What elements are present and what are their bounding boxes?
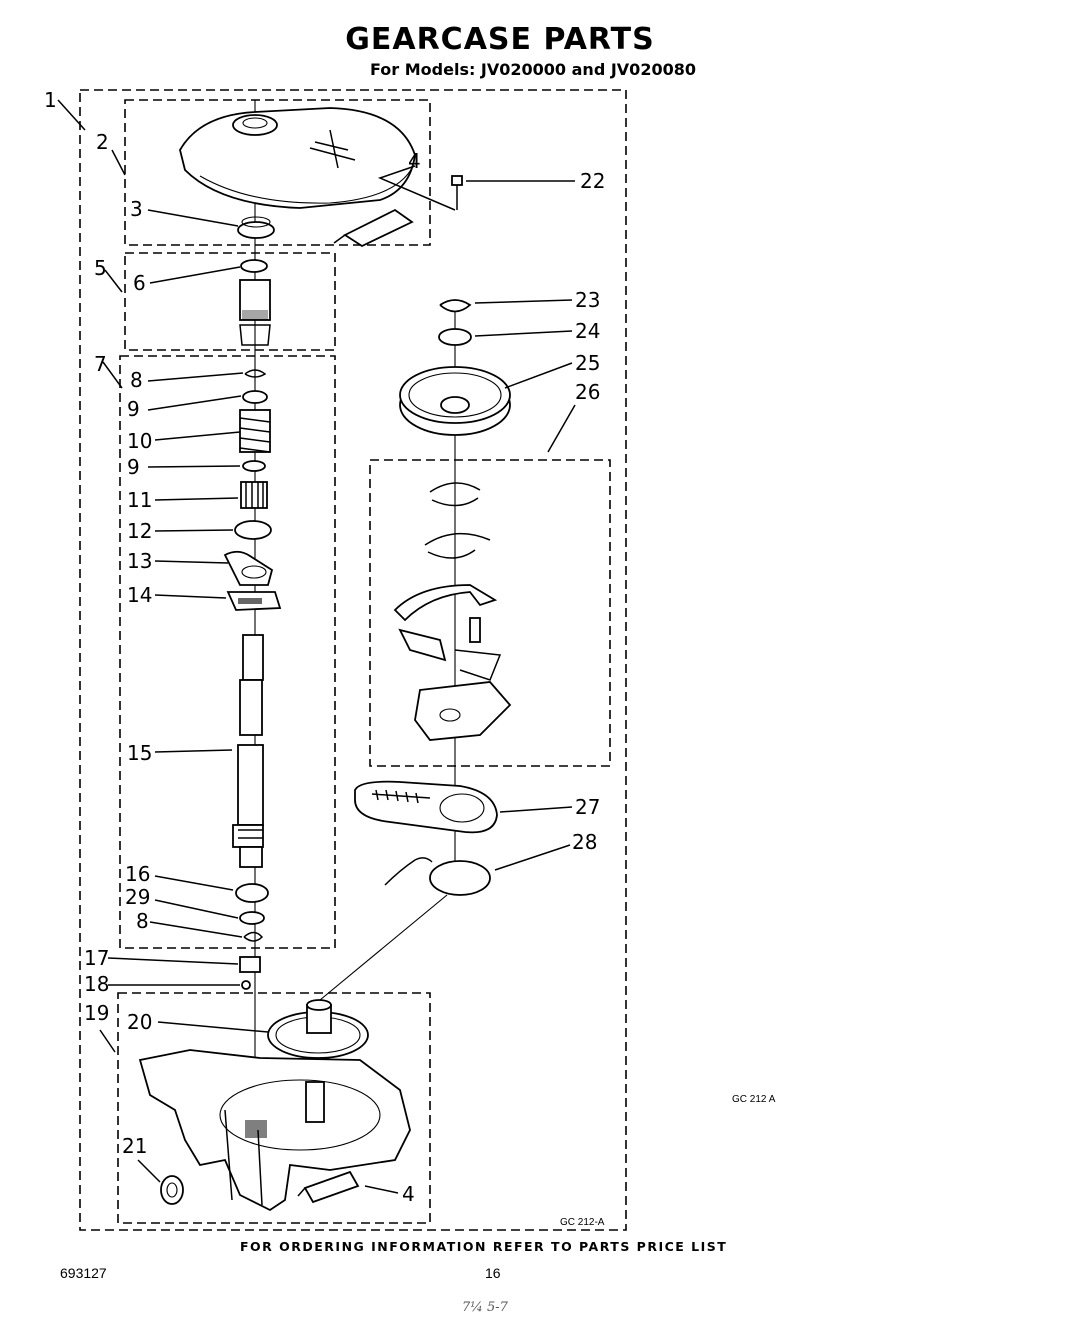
group-box-26 (369, 459, 611, 767)
callout-5: 5 (94, 256, 107, 280)
grease-tube-part-4-bottom (297, 1170, 360, 1204)
callout-29: 29 (125, 885, 150, 909)
ring-part-26a (429, 482, 481, 507)
group-box-19 (117, 992, 431, 1224)
washer-part-9-lower (242, 460, 266, 472)
screw-part-22 (451, 175, 463, 210)
group-box-2 (124, 99, 431, 246)
callout-28: 28 (572, 830, 597, 854)
clip-part-28 (384, 857, 491, 896)
callout-9-lower: 9 (127, 455, 140, 479)
page-number: 16 (485, 1265, 501, 1281)
seal-part-16 (235, 883, 269, 903)
rack-part-27 (354, 780, 498, 834)
callout-20: 20 (127, 1010, 152, 1034)
callout-1: 1 (44, 88, 57, 112)
drive-gear-part-20 (267, 999, 369, 1123)
shift-fork-part-26c (393, 584, 498, 622)
callout-26: 26 (575, 380, 600, 404)
ordering-info-note: FOR ORDERING INFORMATION REFER TO PARTS … (240, 1239, 728, 1254)
callout-9-top: 9 (127, 397, 140, 421)
page-title: GEARCASE PARTS (345, 22, 655, 57)
grease-tube-part-4-top (333, 208, 414, 248)
callout-6: 6 (133, 271, 146, 295)
assembly-box-1 (79, 89, 627, 1231)
gear-part-11 (240, 481, 268, 509)
handwritten-note: 7¼ 5-7 (462, 1300, 508, 1315)
plate-part-26e (414, 681, 512, 741)
callout-10: 10 (127, 429, 152, 453)
callout-23: 23 (575, 288, 600, 312)
callout-21: 21 (122, 1134, 147, 1158)
spring-part-10 (239, 409, 271, 453)
callout-4-bottom: 4 (402, 1182, 415, 1206)
callout-8-bottom: 8 (136, 909, 149, 933)
ring-part-12 (234, 520, 272, 540)
bearing-part-21 (160, 1175, 184, 1205)
gearcase-base-part-19 (138, 1049, 411, 1212)
callout-16: 16 (125, 862, 150, 886)
clutch-part-14 (226, 591, 282, 611)
document-number: 693127 (60, 1265, 107, 1281)
washer-part-24 (438, 328, 472, 346)
callout-27: 27 (575, 795, 600, 819)
gearcase-cover-part-2 (179, 107, 416, 209)
leader-lines (57, 99, 576, 1194)
bushing-part-17 (239, 956, 261, 973)
pinion-part-6 (239, 259, 271, 346)
callout-24: 24 (575, 319, 600, 343)
page-subtitle: For Models: JV020000 and JV020080 (370, 60, 696, 79)
callout-18: 18 (84, 972, 109, 996)
callout-22: 22 (580, 169, 605, 193)
callout-8-top: 8 (130, 368, 143, 392)
retaining-ring-part-8-top (244, 369, 267, 378)
washer-part-9-top (242, 390, 268, 404)
callout-12: 12 (127, 519, 152, 543)
ball-part-18 (241, 980, 251, 990)
callout-4-top: 4 (408, 149, 421, 173)
callout-19: 19 (84, 1001, 109, 1025)
callout-17: 17 (84, 946, 109, 970)
callout-14: 14 (127, 583, 152, 607)
callout-13: 13 (127, 549, 152, 573)
ring-part-23 (439, 299, 472, 313)
cam-part-13 (223, 550, 274, 586)
group-box-7 (119, 355, 336, 949)
shaft-part-15 (232, 634, 264, 868)
shifter-part-26d (398, 617, 502, 681)
group-box-5 (124, 252, 336, 351)
linkage-axis (319, 894, 448, 1001)
ring-part-26b (424, 532, 491, 559)
callout-7: 7 (94, 352, 107, 376)
retaining-ring-part-8-bottom (243, 931, 264, 942)
figure-code-side: GC 212 A (732, 1094, 776, 1105)
washer-part-29 (239, 911, 265, 925)
figure-code-bottom: GC 212-A (560, 1217, 605, 1228)
gear-part-25 (399, 366, 511, 436)
callout-3: 3 (130, 197, 143, 221)
callout-15: 15 (127, 741, 152, 765)
seal-part-3 (237, 216, 275, 239)
callout-11: 11 (127, 488, 152, 512)
callout-25: 25 (575, 351, 600, 375)
callout-2: 2 (96, 130, 109, 154)
